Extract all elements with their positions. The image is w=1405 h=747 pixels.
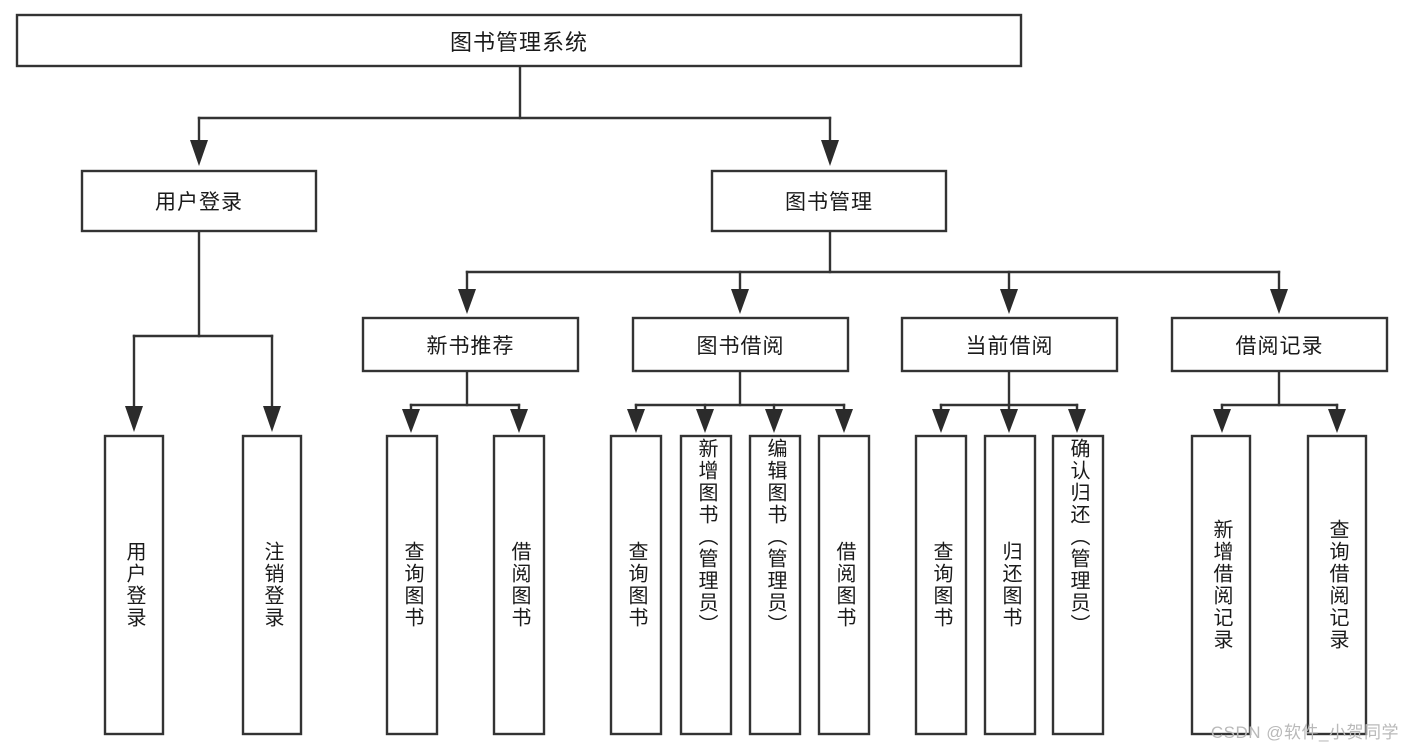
node-box-leaf-query-book-3[interactable] [914,434,968,736]
node-box-leaf-query-record[interactable] [1306,434,1368,736]
arrow-cb-leaf-3 [1068,409,1086,433]
arrow-user-login-leaf-1 [125,406,143,432]
arrow-book-manage-to-book-borrow [731,289,749,314]
node-box-current-borrow[interactable] [900,316,1119,373]
node-box-new-book-recommend[interactable] [361,316,580,373]
csdn-watermark: CSDN @软件_小贺同学 [1210,723,1399,742]
arrow-br-leaf-1 [1213,409,1231,433]
node-box-user-login[interactable] [80,169,318,233]
node-box-leaf-query-book-1[interactable] [385,434,439,736]
arrow-book-manage-to-borrow-record [1270,289,1288,314]
node-box-borrow-record[interactable] [1170,316,1389,373]
arrow-bb-leaf-4 [835,409,853,433]
arrow-root-to-user-login [190,140,208,166]
node-box-leaf-add-book[interactable] [679,434,733,736]
arrow-user-login-leaf-2 [263,406,281,432]
connector-group-current-borrow [932,370,1086,433]
node-box-leaf-user-logout[interactable] [241,434,303,736]
connector-group-user-login [125,230,281,432]
arrow-nbr-leaf-2 [510,409,528,433]
arrow-nbr-leaf-1 [402,409,420,433]
arrow-cb-leaf-1 [932,409,950,433]
node-box-leaf-borrow-book-2[interactable] [817,434,871,736]
arrow-bb-leaf-3 [765,409,783,433]
arrow-root-to-book-manage [821,140,839,166]
node-box-leaf-add-record[interactable] [1190,434,1252,736]
arrow-bb-leaf-1 [627,409,645,433]
node-box-leaf-edit-book[interactable] [748,434,802,736]
arrow-cb-leaf-2 [1000,409,1018,433]
connector-group-new-book-recommend [402,370,528,433]
node-box-root[interactable] [15,13,1023,68]
connector-group-book-manage [458,230,1288,314]
node-box-leaf-query-book-2[interactable] [609,434,663,736]
arrow-book-manage-to-current-borrow [1000,289,1018,314]
node-box-book-borrow[interactable] [631,316,850,373]
node-box-leaf-confirm-return[interactable] [1051,434,1105,736]
connector-group-borrow-record [1213,370,1346,433]
arrow-bb-leaf-2 [696,409,714,433]
arrow-br-leaf-2 [1328,409,1346,433]
arrow-book-manage-to-new-book-recommend [458,289,476,314]
node-box-leaf-return-book[interactable] [983,434,1037,736]
node-box-book-manage[interactable] [710,169,948,233]
node-box-leaf-borrow-book-1[interactable] [492,434,546,736]
connector-group-book-borrow [627,370,853,433]
connector-group-root [190,64,839,166]
node-box-leaf-user-login[interactable] [103,434,165,736]
